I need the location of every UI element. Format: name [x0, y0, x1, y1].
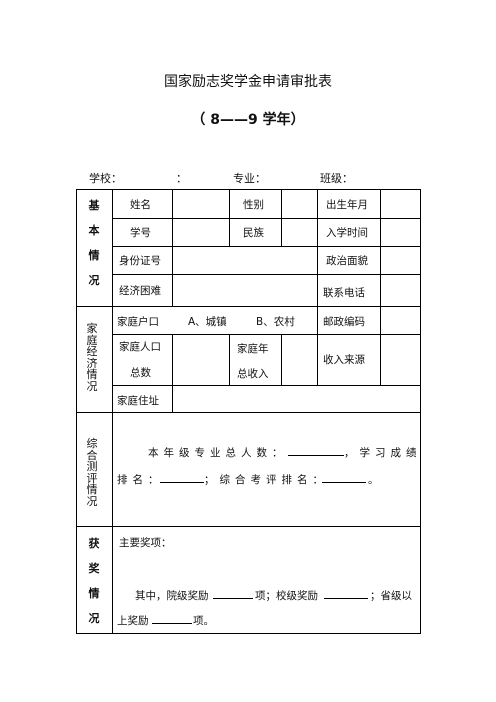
info-colon: ：: [176, 172, 187, 185]
phone-label: 联系电话: [323, 287, 365, 299]
main-awards-label: 主要奖项：: [119, 537, 172, 549]
politics-label: 政治面貌: [326, 255, 368, 267]
id-card-label: 身份证号: [119, 255, 161, 267]
college-award-blank[interactable]: [213, 588, 253, 602]
hukou-option-a: A、城镇: [188, 316, 227, 328]
section-char: 况: [88, 274, 100, 287]
student-id-label: 学号: [130, 227, 151, 239]
name-label: 姓名: [130, 199, 151, 211]
evaluation-rank-label: 排名：: [117, 474, 164, 486]
section-char: 情: [88, 587, 100, 600]
annual-income-label: 家庭年: [237, 343, 269, 355]
evaluation-total-label: 本年级专业总人数：: [148, 447, 288, 459]
province-award-label-2: 上奖励: [117, 615, 149, 627]
birth-label: 出生年月: [326, 199, 368, 211]
income-source-label: 收入来源: [323, 354, 365, 366]
section-char: 获: [88, 537, 100, 550]
class-label: 班级：: [320, 172, 353, 185]
section-family-economy: 家庭经济情况: [86, 322, 98, 393]
school-label: 学校：: [89, 172, 122, 185]
evaluation-total-blank[interactable]: [288, 445, 344, 459]
section-char: 奖: [88, 562, 100, 575]
school-award-label: 项；校级奖励: [255, 590, 318, 602]
section-char: 况: [88, 612, 100, 625]
evaluation-period: 。: [368, 474, 379, 486]
province-award-unit: 项。: [193, 615, 214, 627]
form-title: 国家励志奖学金申请审批表: [164, 74, 332, 90]
school-award-blank[interactable]: [324, 588, 368, 602]
ethnicity-label: 民族: [243, 227, 264, 239]
evaluation-rank-blank[interactable]: [160, 472, 204, 486]
province-award-blank[interactable]: [152, 613, 192, 627]
section-basic-info: 基 本 情 况: [86, 193, 102, 293]
academic-year: （ 8——9 学年）: [191, 112, 305, 128]
annual-income-label-2: 总收入: [237, 368, 269, 380]
hukou-option-b: B、农村: [256, 316, 295, 328]
household-size-label-2: 总数: [130, 367, 151, 379]
section-awards: 获 奖 情 况: [86, 531, 102, 631]
hardship-label: 经济困难: [119, 285, 161, 297]
province-award-label: ；省级以: [370, 590, 412, 602]
evaluation-overall-blank[interactable]: [322, 472, 366, 486]
evaluation-grade-label: ，学习成绩: [344, 447, 422, 459]
college-award-label: 其中，院级奖励: [135, 590, 209, 602]
section-char: 本: [88, 224, 100, 237]
hukou-label: 家庭户口: [117, 316, 159, 328]
gender-label: 性别: [243, 199, 264, 211]
section-evaluation: 综合测评情况: [86, 437, 98, 508]
major-label: 专业：: [233, 172, 266, 185]
section-char: 情: [88, 249, 100, 262]
postcode-label: 邮政编码: [323, 316, 365, 328]
address-label: 家庭住址: [117, 395, 159, 407]
enroll-label: 入学时间: [326, 227, 368, 239]
section-char: 基: [88, 199, 100, 212]
household-size-label: 家庭人口: [119, 341, 161, 353]
evaluation-overall-label: ；综合考评排名：: [204, 474, 328, 486]
